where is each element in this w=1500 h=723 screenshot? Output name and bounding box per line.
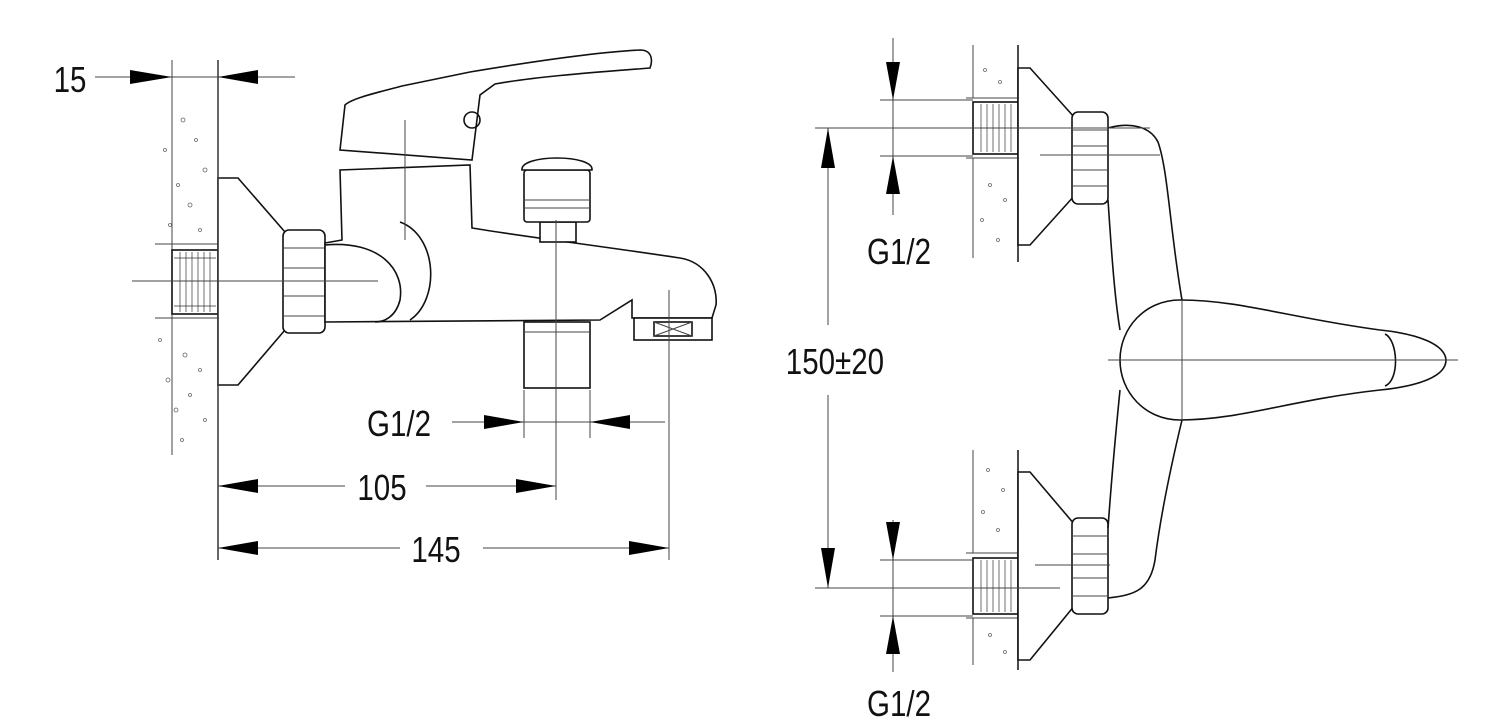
side-view-lever-handle: [339, 49, 653, 161]
front-view-bottom-hex-nut: [1071, 517, 1109, 615]
label-bottom-connection: G1/2: [867, 683, 931, 723]
front-view-mixer-body: [1107, 124, 1183, 599]
label-spout-center: 105: [357, 467, 406, 507]
dimension-top-connection: G1/2: [867, 38, 973, 272]
side-view: 15 G1/2 105 145: [54, 49, 717, 570]
label-wall-thickness: 15: [54, 59, 87, 99]
label-center-distance: 150±20: [786, 341, 884, 381]
wall-texture: [158, 117, 208, 442]
side-view-shower-outlet: [523, 321, 591, 389]
side-view-diverter-knob: [521, 157, 593, 243]
side-view-mixer-body: [324, 164, 717, 323]
side-view-lever-pivot: [463, 111, 481, 129]
dimension-center-distance: 150±20: [786, 128, 884, 588]
side-view-body-curve: [399, 221, 432, 321]
dimension-side-connection: G1/2: [367, 403, 665, 444]
dimension-spout-end: 145: [218, 529, 669, 570]
label-spout-end: 145: [411, 529, 460, 569]
side-view-body-curve-2: [324, 243, 402, 323]
front-view-top-escutcheon: [1017, 67, 1076, 246]
dimension-spout-center: 105: [218, 467, 556, 508]
front-view-bottom-thread: [972, 557, 1019, 615]
front-view-top-hex-nut: [1071, 111, 1109, 205]
label-side-connection: G1/2: [367, 403, 431, 443]
dimension-wall-thickness: 15: [54, 59, 295, 100]
front-view: G1/2 150±20 G1/2: [786, 38, 1458, 723]
label-top-connection: G1/2: [867, 231, 931, 271]
side-view-aerator: [633, 317, 713, 341]
dimension-bottom-connection: G1/2: [867, 520, 973, 723]
front-view-bottom-escutcheon: [1017, 471, 1076, 661]
side-view-threaded-connection: [171, 249, 219, 315]
